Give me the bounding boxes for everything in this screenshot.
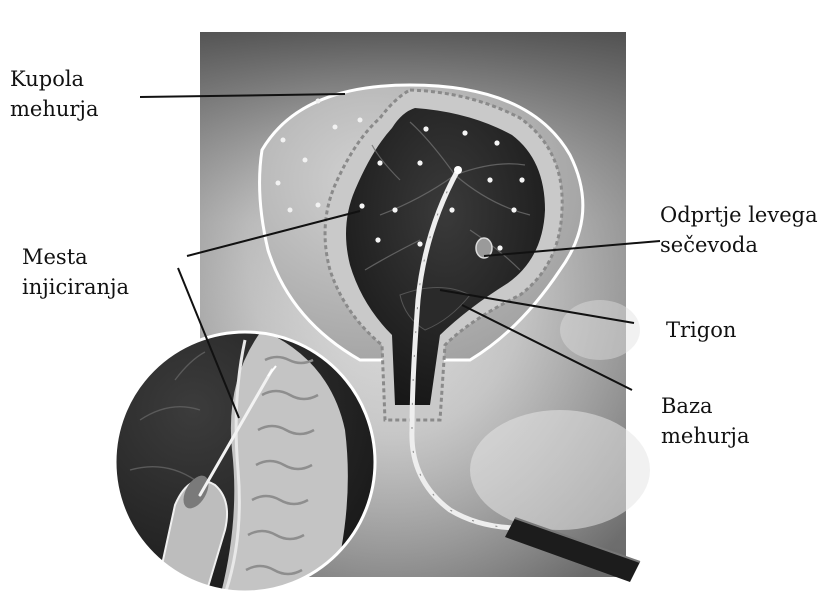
label-trigon: Trigon	[666, 315, 736, 345]
label-odprtje-secevoda: Odprtje levega sečevoda	[660, 200, 818, 260]
label-trigon-line1: Trigon	[666, 315, 736, 345]
label-mesta-line2: injiciranja	[22, 272, 129, 302]
label-baza-line2: mehurja	[661, 421, 749, 451]
label-odprtje-line1: Odprtje levega	[660, 200, 818, 230]
label-baza-mehurja: Baza mehurja	[661, 391, 749, 451]
label-mesta-injiciranja: Mesta injiciranja	[22, 242, 129, 302]
label-kupola-mehurja: Kupola mehurja	[10, 64, 98, 124]
label-mesta-line1: Mesta	[22, 242, 129, 272]
label-odprtje-line2: sečevoda	[660, 230, 818, 260]
label-kupola-line2: mehurja	[10, 94, 98, 124]
label-baza-line1: Baza	[661, 391, 749, 421]
label-kupola-line1: Kupola	[10, 64, 98, 94]
